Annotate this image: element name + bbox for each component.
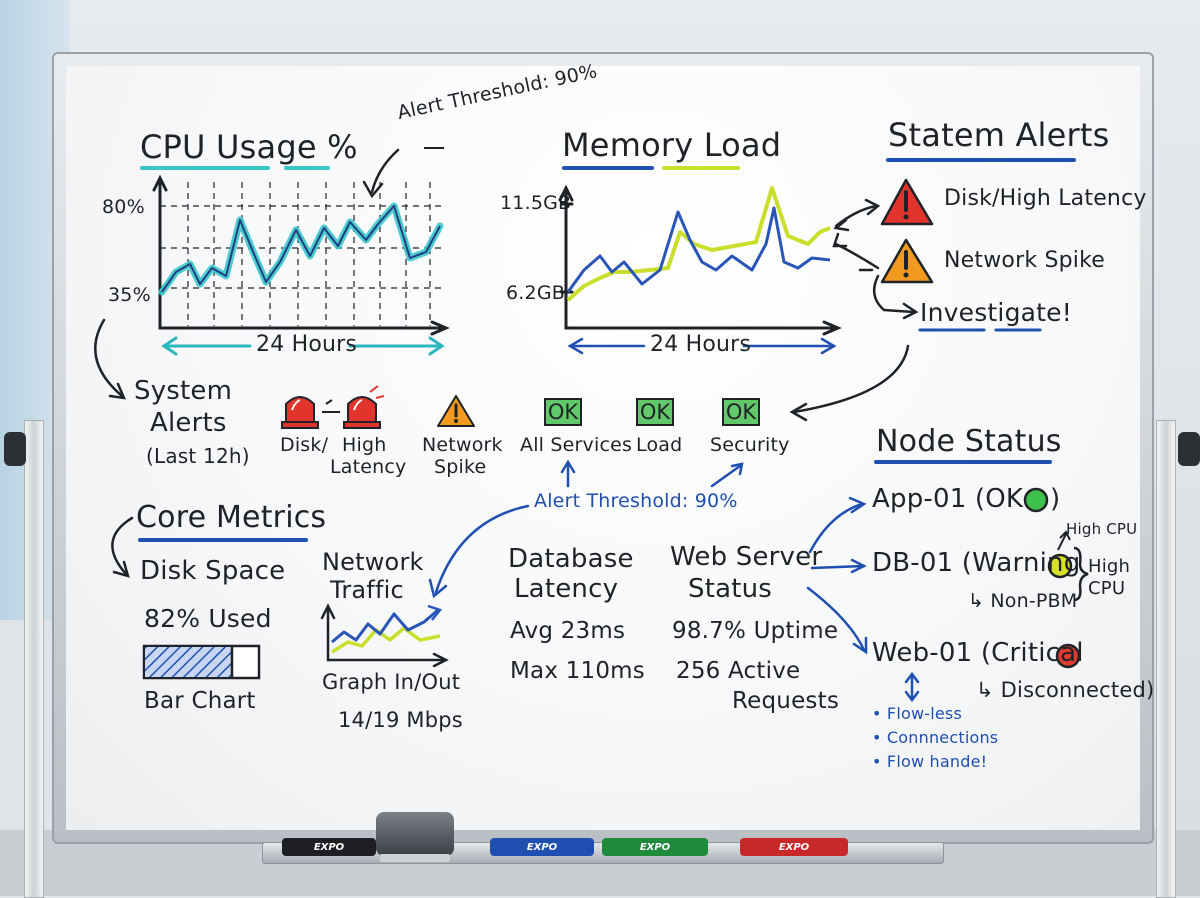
- memory-ytick-low: 6.2GB: [506, 282, 565, 304]
- core-metrics-arrow: [111, 516, 134, 578]
- system-alerts-title-2: Alerts: [150, 408, 227, 438]
- alert-icon-label-latency: Latency: [330, 456, 407, 478]
- alert-icon-label-network: Network: [422, 434, 503, 456]
- high-cpu-note-arrow: [1057, 530, 1071, 551]
- status-dot-critical: [1055, 643, 1081, 669]
- node-footnote-2: • Connnections: [872, 728, 999, 747]
- node-db-01-high: High: [1088, 556, 1131, 577]
- status-dot-ok: [1023, 487, 1049, 513]
- network-graph-caption: Graph In/Out: [322, 670, 461, 694]
- warning-triangle-orange: [880, 238, 934, 284]
- siren-icon-1: [281, 396, 319, 429]
- network-arrowhead: [427, 604, 443, 621]
- web-server-uptime: 98.7% Uptime: [672, 618, 839, 644]
- statem-alert-disk: Disk/High Latency: [944, 186, 1147, 211]
- memory-chart-axes: [558, 184, 842, 336]
- disk-bar: [142, 644, 261, 680]
- siren-connector: [322, 399, 340, 413]
- memory-ytick-high: 11.5GB: [500, 192, 572, 214]
- system-alerts-title-1: System: [134, 376, 233, 406]
- stand-right-knob: [1178, 432, 1200, 466]
- node-status-title: Node Status: [876, 424, 1062, 459]
- cpu-chart-line: [158, 202, 444, 296]
- node-db-01: DB-01 (Warning: [872, 548, 1081, 578]
- database-latency-title-2: Latency: [514, 574, 619, 604]
- web-01-updown-arrow: [904, 671, 920, 703]
- cpu-xaxis-label: 24 Hours: [256, 332, 358, 357]
- investigate-label: Investigate!: [920, 298, 1072, 327]
- cpu-ytick-80: 80%: [102, 196, 145, 218]
- memory-xaxis-arrow: [567, 337, 837, 355]
- web-server-to-node-arrows: [806, 496, 868, 655]
- core-metrics-title: Core Metrics: [136, 500, 327, 535]
- web-server-requests-1: 256 Active: [676, 658, 801, 684]
- marker-black[interactable]: EXPO: [282, 838, 376, 856]
- node-footnote-1: • Flow-less: [872, 704, 962, 723]
- ok-badge-all-services: OK: [544, 398, 582, 426]
- network-traffic-title-2: Traffic: [330, 576, 404, 604]
- cpu-chart-title: CPU Usage %: [140, 128, 358, 166]
- memory-xaxis-label: 24 Hours: [650, 332, 752, 357]
- network-series-yellow: [331, 626, 441, 654]
- node-db-01-sub: ↳ Non-PBM: [968, 590, 1078, 612]
- alert-threshold-arrow: [362, 148, 400, 199]
- board-eraser[interactable]: [376, 812, 454, 862]
- marker-green[interactable]: EXPO: [602, 838, 708, 856]
- threshold-note-arrows: [428, 459, 744, 599]
- node-db-01-high-cpu-top: High CPU: [1066, 520, 1138, 538]
- statem-alert-arrows: [832, 198, 919, 320]
- db-brace: [1073, 546, 1089, 602]
- alert-icon-label-disk: Disk/: [280, 434, 329, 456]
- node-web-01: Web-01 (Critical: [872, 638, 1084, 668]
- ok-label-load: Load: [636, 434, 683, 456]
- disk-space-label: Disk Space: [140, 556, 286, 586]
- alert-icon-label-spike: Spike: [434, 456, 487, 478]
- database-latency-max: Max 110ms: [510, 658, 645, 684]
- ok-label-security: Security: [710, 434, 790, 456]
- network-series-blue: [331, 608, 439, 644]
- disk-bar-caption: Bar Chart: [144, 688, 256, 714]
- web-server-title-2: Status: [688, 574, 773, 604]
- web-server-requests-2: Requests: [732, 688, 840, 714]
- network-traffic-title-1: Network: [322, 548, 424, 576]
- node-app-01: App-01 (OK: [872, 484, 1024, 514]
- marker-blue[interactable]: EXPO: [490, 838, 594, 856]
- alert-threshold-note-blue: Alert Threshold: 90%: [534, 490, 738, 512]
- node-db-01-cpu: CPU: [1088, 578, 1126, 599]
- ok-label-all-services: All Services: [520, 434, 633, 456]
- marker-red[interactable]: EXPO: [740, 838, 848, 856]
- statem-alerts-title: Statem Alerts: [888, 116, 1110, 154]
- warning-triangle-red: [880, 178, 934, 226]
- siren-icon-2: [343, 385, 385, 429]
- network-mini-chart-axes: [320, 603, 449, 668]
- ok-badge-load: OK: [636, 398, 674, 426]
- web-server-title-1: Web Server: [670, 542, 823, 572]
- memory-series-blue: [566, 206, 831, 293]
- stand-left-knob: [4, 432, 26, 466]
- node-footnote-3: • Flow hande!: [872, 752, 988, 771]
- ok-badge-security: OK: [722, 398, 760, 426]
- node-web-01-sub: ↳ Disconnected): [976, 678, 1155, 702]
- node-app-01-close: ): [1050, 484, 1061, 514]
- database-latency-avg: Avg 23ms: [510, 618, 626, 644]
- system-alerts-arrow: [94, 318, 127, 400]
- disk-space-value: 82% Used: [144, 604, 272, 633]
- memory-series-yellow: [566, 186, 831, 302]
- database-latency-title-1: Database: [508, 544, 634, 574]
- warning-triangle-small: [437, 395, 475, 427]
- investigate-to-ok-arrow: [789, 344, 910, 422]
- memory-chart-title: Memory Load: [562, 126, 782, 164]
- alert-icon-label-high: High: [342, 434, 387, 456]
- cpu-chart-gridlines: [160, 182, 444, 326]
- cpu-xaxis-arrow: [161, 336, 445, 356]
- status-dot-warning: [1047, 553, 1073, 579]
- cpu-ytick-35: 35%: [108, 284, 151, 306]
- statem-alert-network: Network Spike: [944, 248, 1105, 273]
- whiteboard-surface: [66, 66, 1140, 830]
- system-alerts-subtitle: (Last 12h): [146, 444, 250, 468]
- cpu-chart-axes: [152, 174, 450, 336]
- network-traffic-value: 14/19 Mbps: [338, 708, 463, 732]
